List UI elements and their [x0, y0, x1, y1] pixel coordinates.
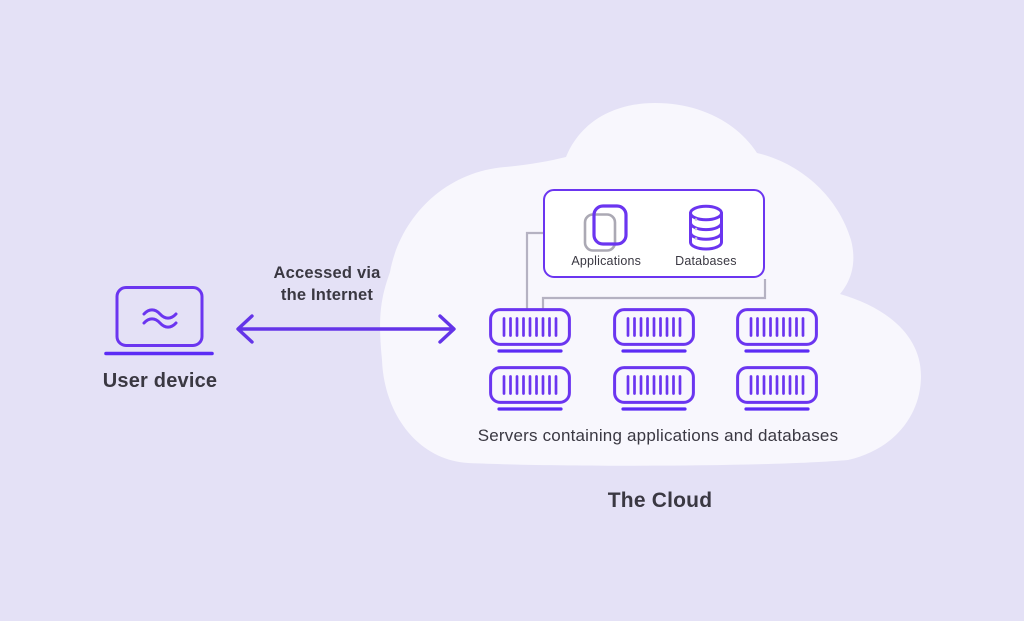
databases-column: Databases — [675, 204, 737, 276]
user-device-label: User device — [102, 370, 218, 392]
databases-label: Databases — [675, 254, 737, 268]
connection-label-line2: the Internet — [280, 285, 374, 304]
application-window-icon — [583, 204, 629, 252]
servers-caption: Servers containing applications and data… — [477, 426, 839, 445]
server-icon — [736, 366, 818, 412]
server-grid — [489, 308, 818, 412]
internet-connection-label: Accessed via the Internet — [244, 263, 410, 306]
cloud-title: The Cloud — [607, 489, 713, 512]
double-arrow-icon — [232, 312, 460, 346]
server-icon — [489, 366, 571, 412]
server-icon — [612, 308, 695, 354]
applications-column: Applications — [571, 204, 641, 276]
database-cylinder-icon — [687, 204, 725, 251]
server-icon — [736, 308, 818, 354]
applications-label: Applications — [571, 254, 642, 268]
laptop-icon — [102, 284, 216, 358]
server-icon — [612, 366, 695, 412]
connection-label-line1: Accessed via — [273, 264, 381, 282]
applications-databases-box: Applications Databases — [543, 189, 765, 278]
server-icon — [489, 308, 571, 354]
